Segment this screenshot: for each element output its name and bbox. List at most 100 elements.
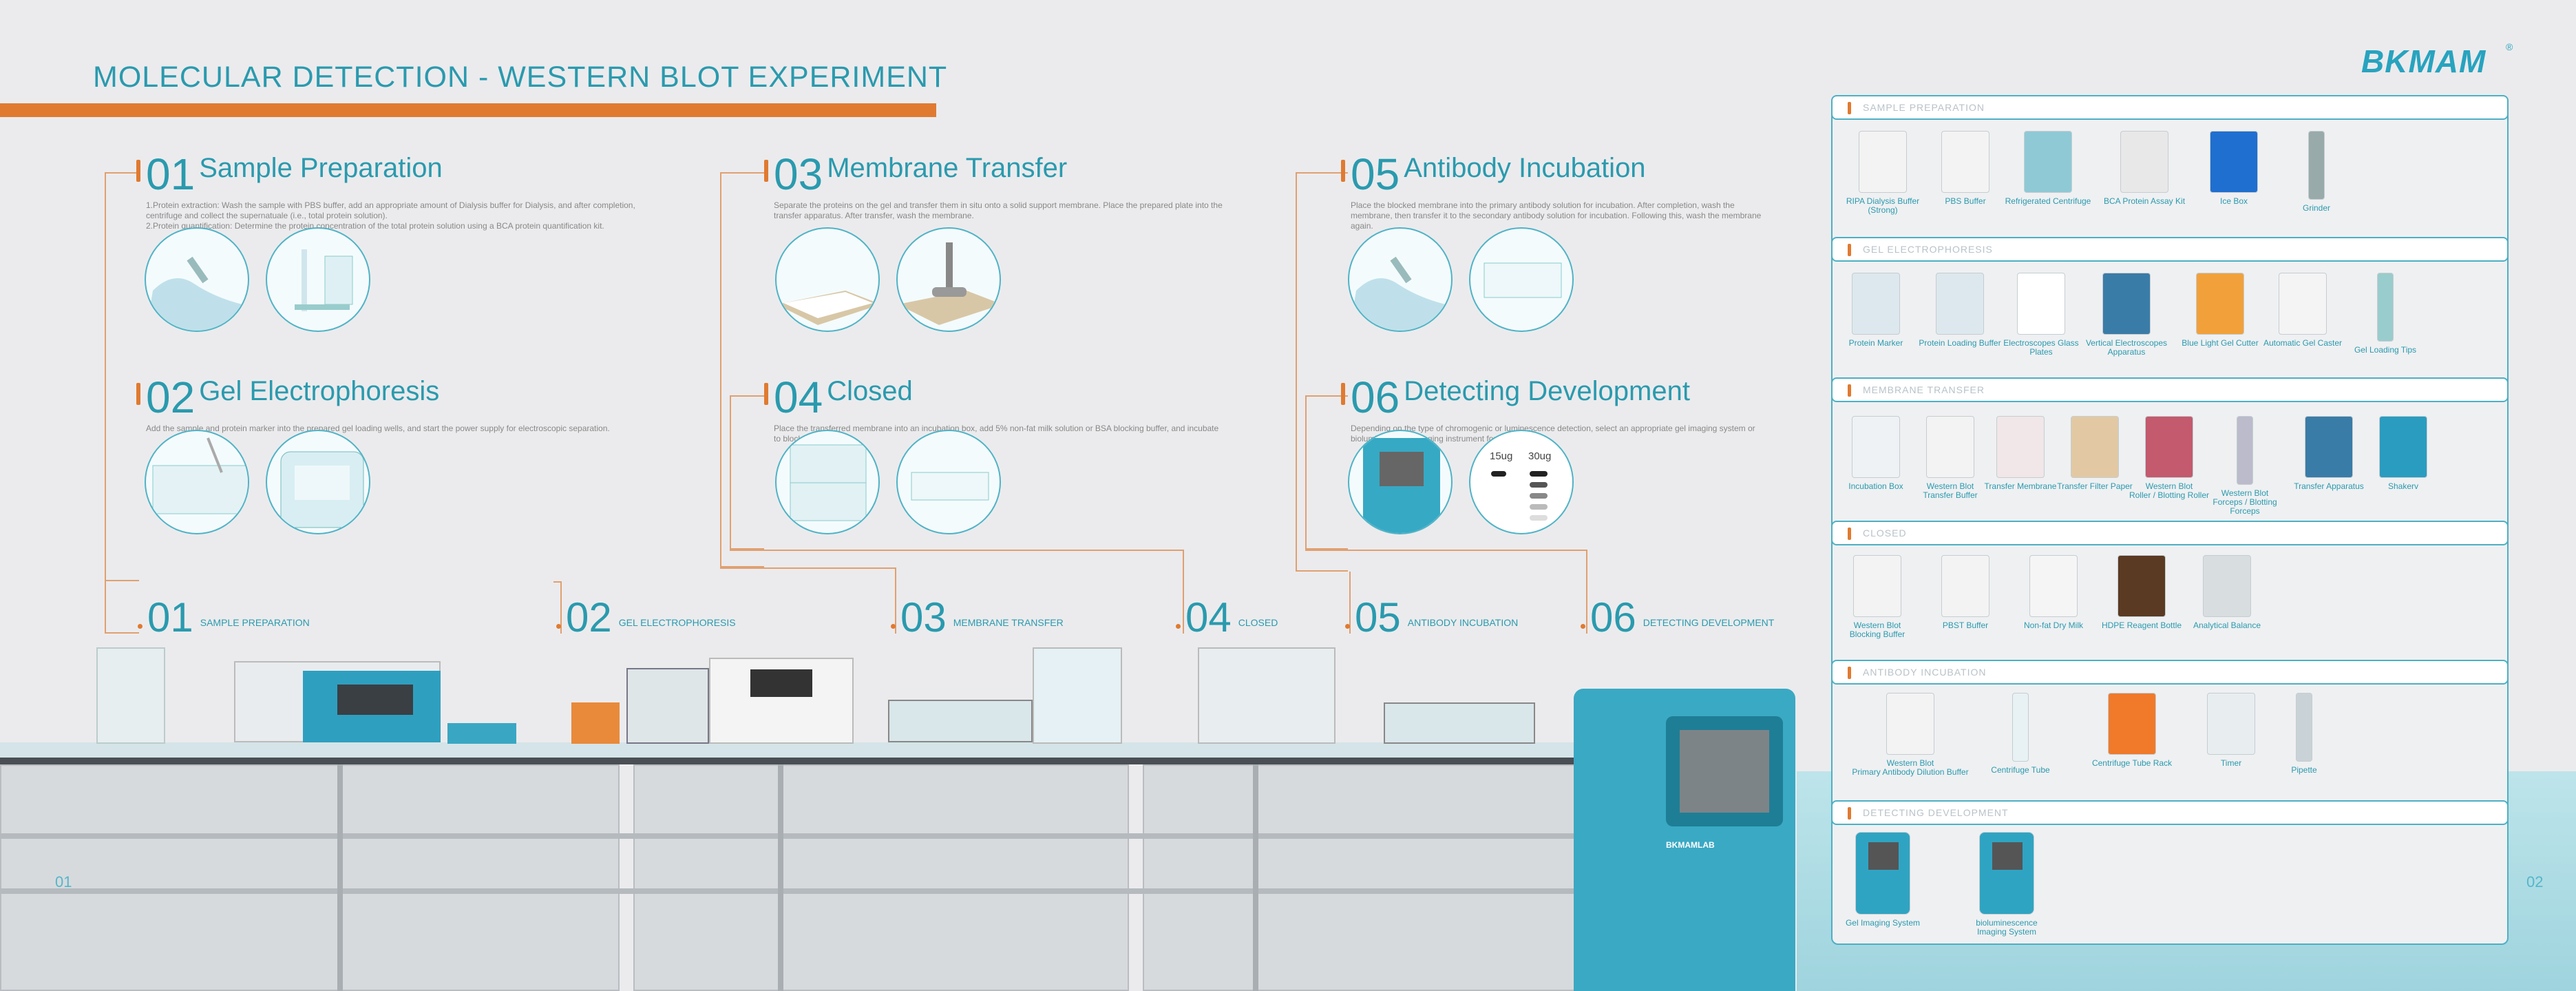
milk-jar-icon [2029,555,2078,617]
equipment-label: Ice Box [2219,196,2248,206]
balance-icon [2203,555,2251,617]
equipment-item: Automatic Gel Caster [2258,273,2347,348]
cabinet-left [0,764,620,991]
equipment-label: Western Blot Forceps / Blotting Forceps [2213,488,2277,516]
equipment-label: Incubation Box [1848,481,1903,491]
connector-04b [730,550,1184,634]
step-number: 03 [774,149,823,199]
registered-mark: ® [2506,41,2513,52]
equipment-label: Blue Light Gel Cutter [2182,338,2259,348]
step-number: 05 [1351,149,1400,199]
sample-wash-illustration [145,227,249,332]
equipment-item: Gel Loading Tips [2341,273,2430,355]
bottle-icon [1941,131,1989,193]
step-number: 01 [146,149,196,199]
section-membrane-transfer: MEMBRANE TRANSFER [1831,377,2509,402]
bottle-icon [1926,416,1974,478]
bottle-icon [1941,555,1989,617]
equipment-item: bioluminescence Imaging System [1962,832,2051,937]
equipment-item: Western Blot Forceps / Blotting Forceps [2200,416,2290,516]
bottle-icon [1886,693,1934,755]
equipment-label: Centrifuge Tube Rack [2091,758,2173,768]
transfer-apparatus [1033,647,1122,744]
page-title: MOLECULAR DETECTION - WESTERN BLOT EXPER… [93,61,948,94]
pipette-icon [2296,693,2312,762]
step-name: Closed [827,376,913,406]
cabinet-divider [1253,764,1258,991]
equipment-item: Transfer Apparatus [2284,416,2374,491]
step-description: Place the blocked membrane into the prim… [1351,200,1762,231]
equipment-label: Western Blot Roller / Blotting Roller [2129,481,2210,500]
drawer-line-2 [0,888,1652,894]
step-name: Gel Electrophoresis [199,376,440,406]
shaker-2 [1384,702,1535,744]
equipment-item: Centrifuge Tube Rack [2087,693,2177,768]
equipment-item: Refrigerated Centrifuge [2003,131,2093,206]
electrophoresis-tank-icon [2102,273,2151,335]
imaging-system-icon [1979,832,2034,915]
gel-label-30ug: 30ug [1528,450,1552,462]
glass-plate-icon [2017,273,2065,335]
equipment-label: Automatic Gel Caster [2263,338,2343,348]
equipment-item: Protein Marker [1831,273,1921,348]
gel-caster-icon [2279,273,2327,335]
equipment-label: Protein Loading Buffer [1919,338,2001,348]
step-tick [764,160,768,182]
equipment-item: Western Blot Blocking Buffer [1833,555,1922,639]
equipment-item: Shakerv [2358,416,2448,491]
equipment-item: Pipette [2259,693,2349,775]
step-name: Membrane Transfer [827,153,1068,183]
equipment-label: Transfer Membrane [1984,481,2057,491]
step-description: Separate the proteins on the gel and tra… [774,200,1223,220]
equipment-item: Protein Loading Buffer [1915,273,2005,348]
equipment-label: Gel Loading Tips [2354,345,2417,355]
equipment-label: Transfer Filter Paper [2057,481,2133,491]
tube-rack-icon [2108,693,2156,755]
equipment-item: Gel Imaging System [1838,832,1928,928]
step-description: 1.Protein extraction: Wash the sample wi… [146,200,635,231]
drawer-line [0,833,1652,839]
forceps-icon [2237,416,2253,485]
gel-plate-illustration [775,227,880,332]
equipment-label: RIPA Dialysis Buffer (Strong) [1846,196,1920,215]
equipment-label: Refrigerated Centrifuge [2005,196,2091,206]
bottle-icon [1853,555,1901,617]
equipment-label: Pipette [2291,765,2317,775]
kit-icon [2120,131,2168,193]
equipment-item: Blue Light Gel Cutter [2175,273,2265,348]
step-tick [136,383,140,405]
connector-05b [1296,572,1351,634]
step-tick [136,160,140,182]
transfer-apparatus-icon [2305,416,2353,478]
connector-03 [720,172,764,567]
shaker-icon [2379,416,2427,478]
equipment-label: Western Blot Blocking Buffer [1849,620,1905,639]
imaging-system-illustration [1348,430,1453,534]
equipment-label: Protein Marker [1848,338,1903,348]
equipment-item: Vertical Electroscopes Apparatus [2082,273,2171,357]
reagent-bottle-icon [2118,555,2166,617]
equipment-label: HDPE Reagent Bottle [2101,620,2182,630]
incubation-box-illustration [896,430,1001,534]
connector-02b [553,581,562,634]
timer-icon [2207,693,2255,755]
machine-brand-label: BKMAMLAB [1666,840,1715,850]
equipment-label: Centrifuge Tube [1991,765,2050,775]
ice-box-icon [2210,131,2258,193]
connector-03b [720,567,896,634]
connector-02 [105,395,139,581]
equipment-label: Timer [2220,758,2242,768]
equipment-label: BCA Protein Assay Kit [2103,196,2186,206]
cabinet-divider [337,764,343,991]
centrifuge-icon [2024,131,2072,193]
equipment-item: Analytical Balance [2182,555,2272,630]
connector-06 [1305,395,1348,550]
equipment-label: Shakerv [2387,481,2419,491]
equipment-label: PBST Buffer [1942,620,1989,630]
incubation-rack-illustration [775,430,880,534]
